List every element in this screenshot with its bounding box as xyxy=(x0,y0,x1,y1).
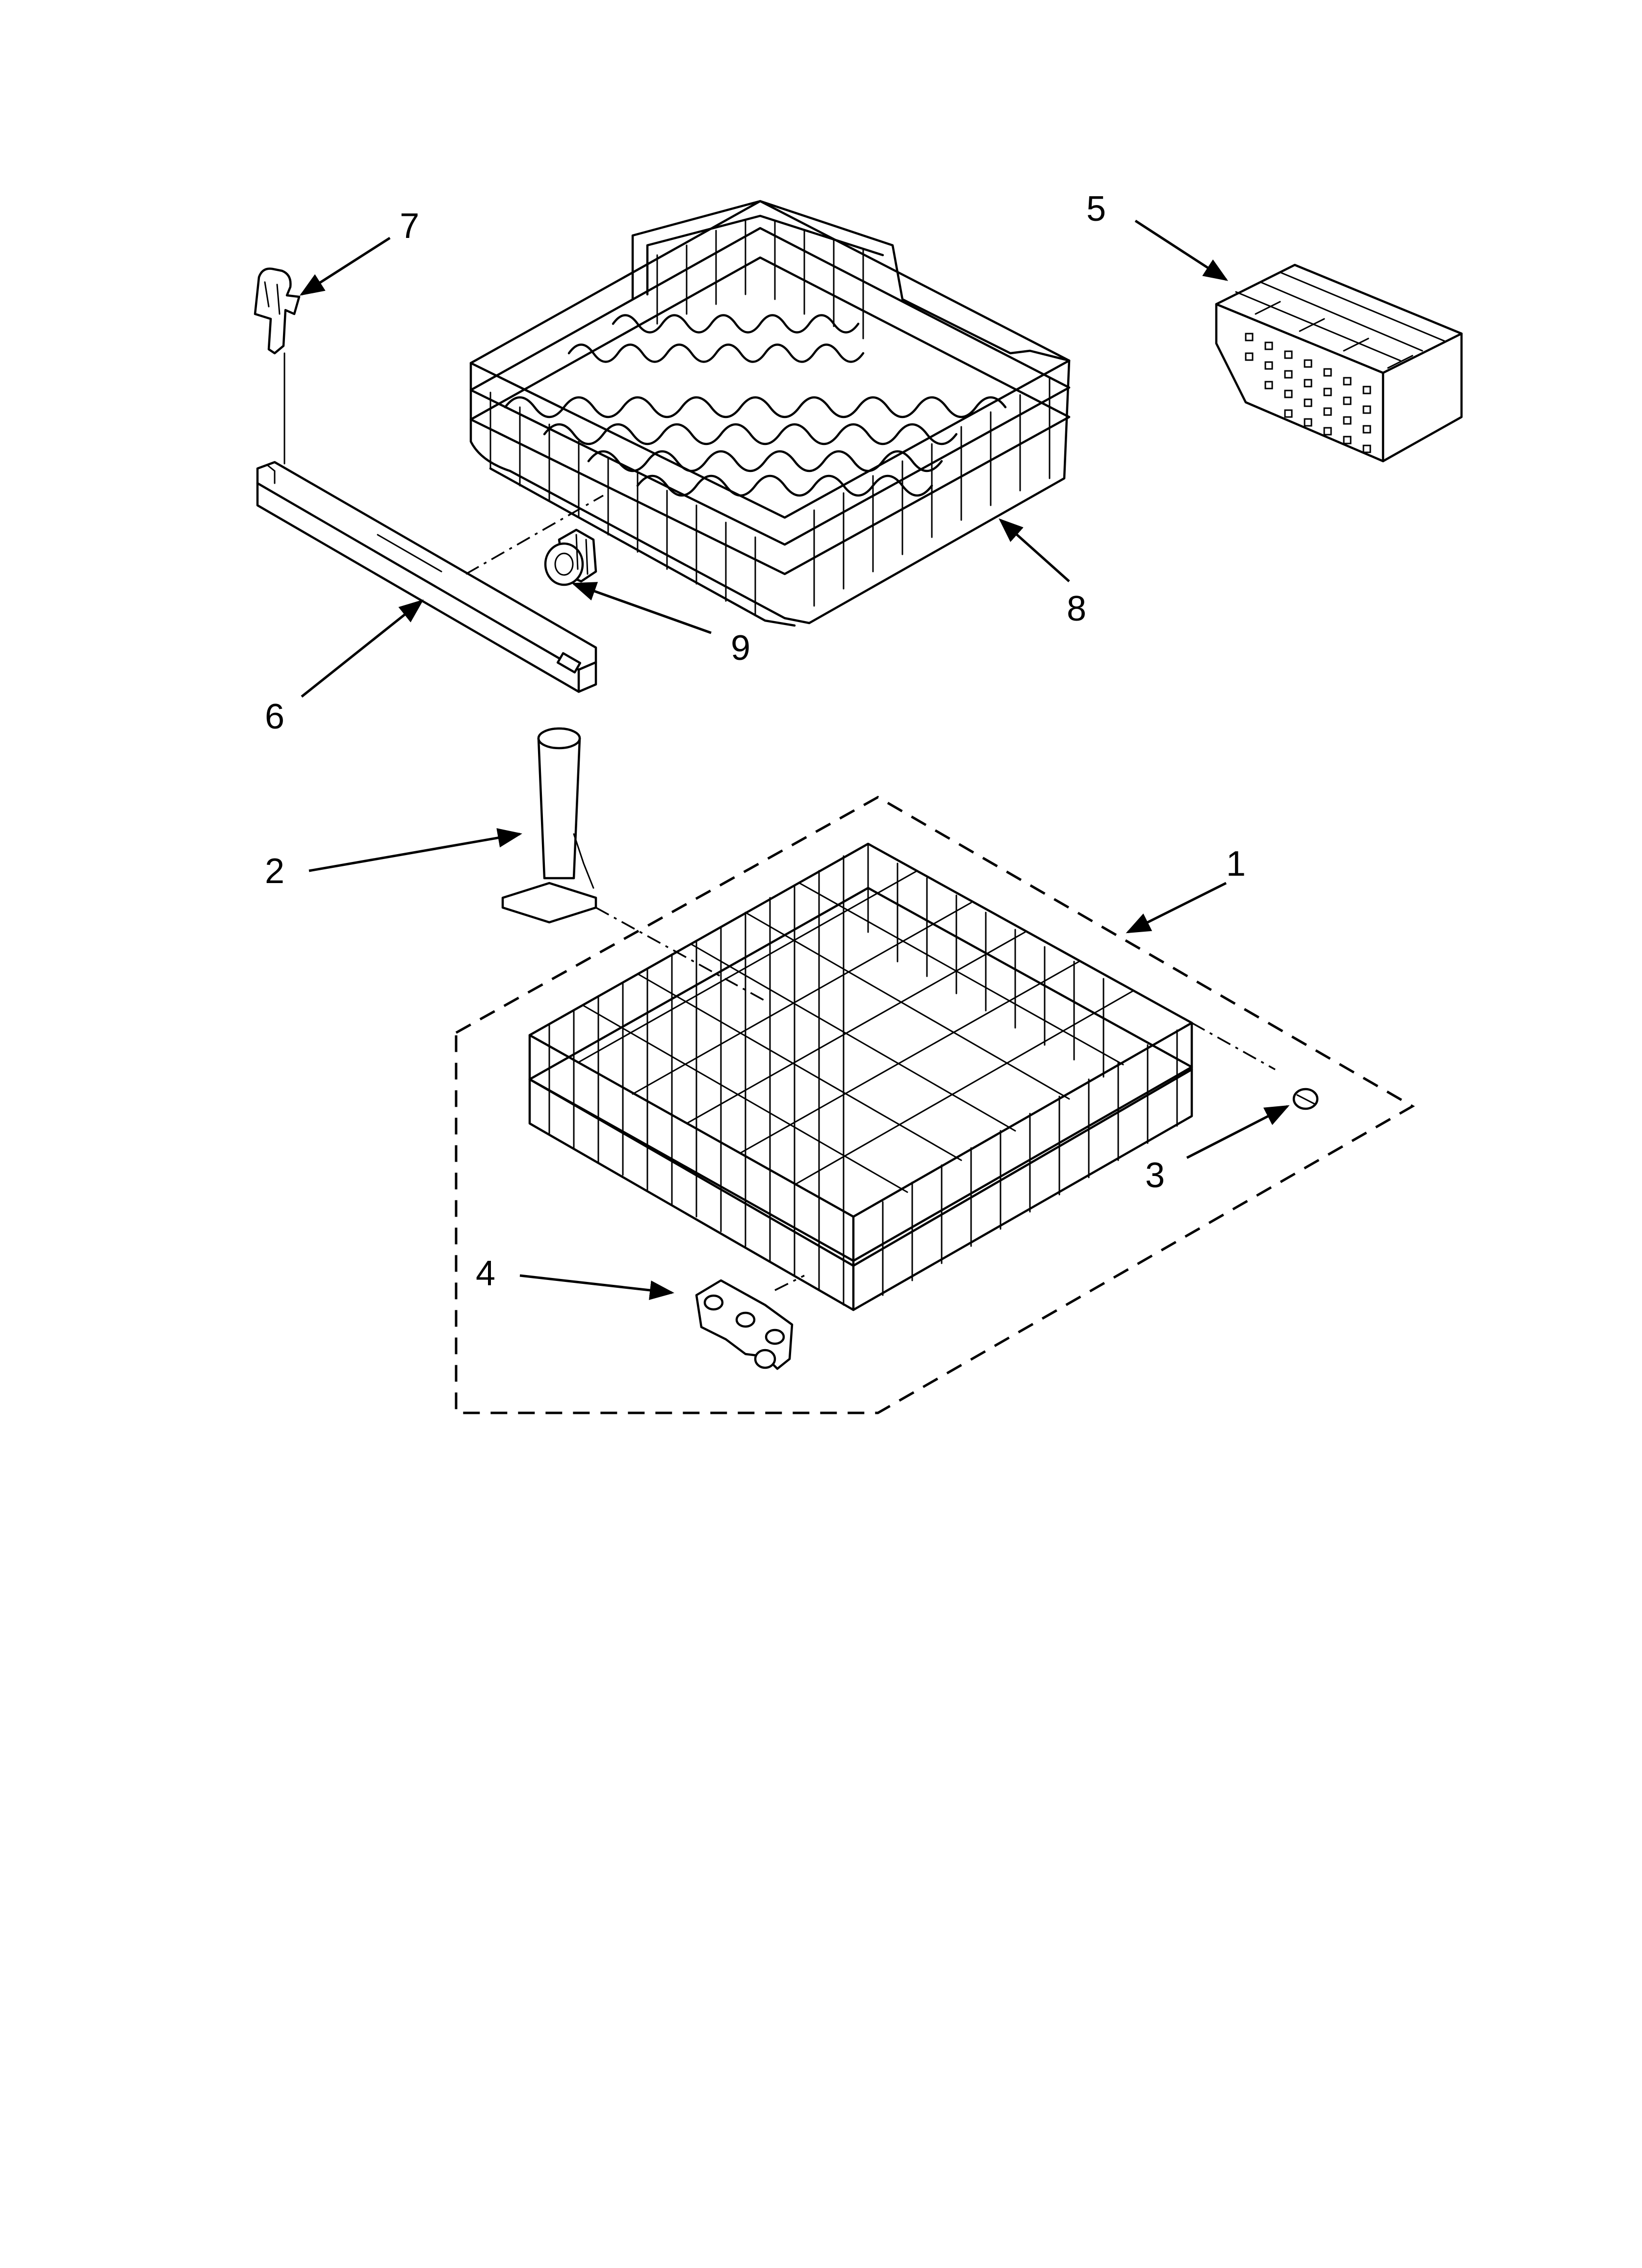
leader-6 xyxy=(301,599,424,698)
leader-8 xyxy=(999,518,1070,582)
part-8-upper-rack xyxy=(469,200,1071,627)
part-4-wheel-bracket xyxy=(695,1279,794,1370)
leader-3 xyxy=(1186,1105,1290,1159)
leader-4 xyxy=(519,1274,674,1300)
callout-6: 6 xyxy=(265,697,284,736)
leader-7 xyxy=(299,236,391,296)
callout-7: 7 xyxy=(400,207,419,246)
part-7-clip xyxy=(254,267,301,465)
leader-2 xyxy=(308,828,522,872)
part-6-rack-rail xyxy=(256,461,604,693)
part-5-silverware-basket xyxy=(1215,263,1463,463)
callout-4: 4 xyxy=(476,1254,495,1293)
callout-2: 2 xyxy=(265,852,284,891)
part-2-support-tube xyxy=(501,727,766,1002)
leader-9 xyxy=(571,582,712,634)
part-1-lower-rack-assembly xyxy=(455,796,1415,1414)
callout-9: 9 xyxy=(731,628,750,668)
callout-1: 1 xyxy=(1226,844,1246,884)
leader-1 xyxy=(1126,882,1227,934)
callout-8: 8 xyxy=(1067,589,1086,628)
part-9-rack-wheel xyxy=(544,528,597,586)
callout-labels: 1 2 3 4 5 6 7 8 9 xyxy=(265,189,1246,1293)
leader-5 xyxy=(1134,219,1229,281)
callout-3: 3 xyxy=(1145,1156,1165,1195)
part-3-wheel-stud xyxy=(1292,1088,1319,1110)
leader-lines xyxy=(299,219,1290,1300)
callout-5: 5 xyxy=(1086,189,1106,229)
